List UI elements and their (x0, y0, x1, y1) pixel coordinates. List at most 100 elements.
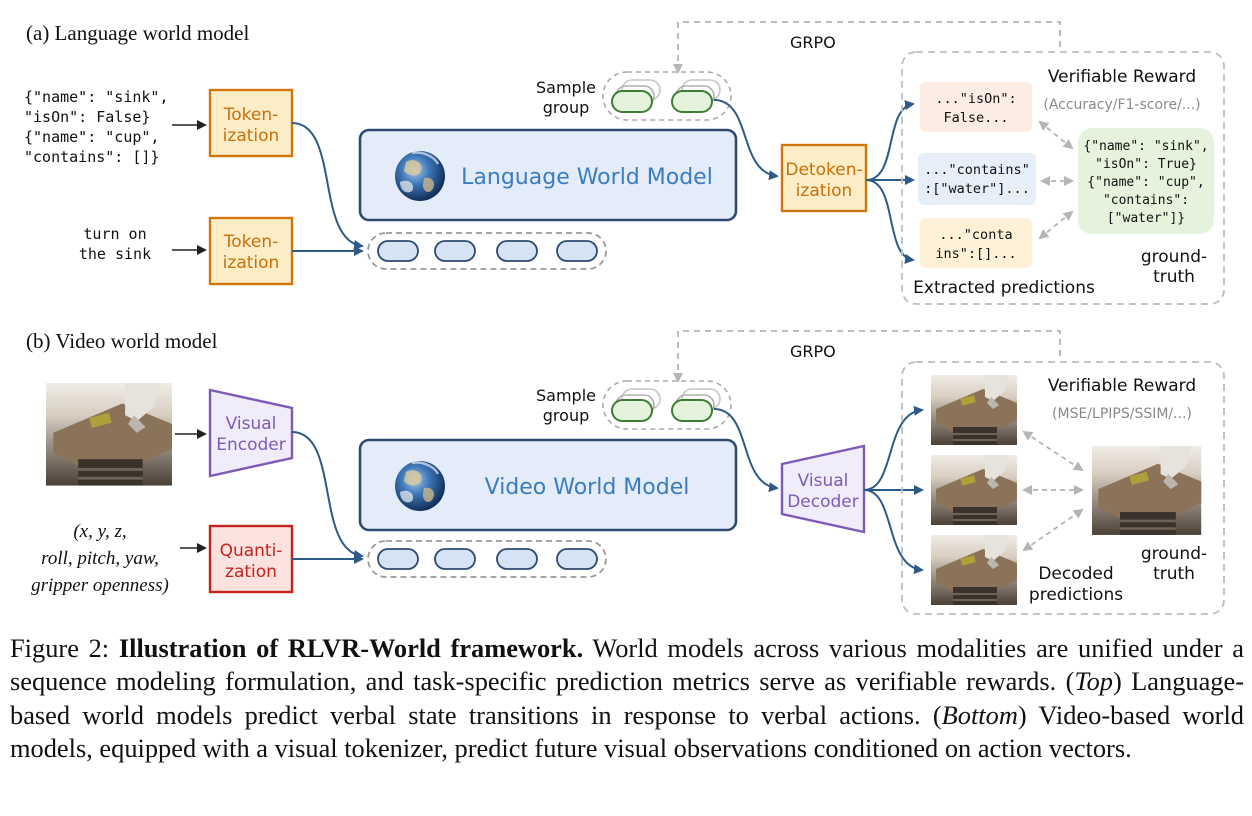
decoded-frame-1 (931, 375, 1017, 445)
svg-text:ization: ization (223, 253, 280, 273)
svg-text:{"name": "cup",: {"name": "cup", (1087, 175, 1204, 190)
detok-arrow-1 (865, 100, 915, 181)
svg-text:Decoder: Decoder (787, 492, 859, 512)
svg-text:Token-: Token- (223, 232, 279, 252)
svg-text:..."isOn":: ..."isOn": (935, 91, 1016, 107)
svg-text:turn on: turn on (83, 225, 146, 243)
sample-group-a: Sample group (536, 71, 732, 121)
svg-text:Encoder: Encoder (216, 435, 286, 455)
token-flow-arrow-top (291, 122, 364, 250)
grpo-loop-a (673, 21, 1061, 74)
reward-region-b (901, 361, 1225, 615)
prediction-card-1: ..."isOn": False... (920, 82, 1032, 132)
svg-text:ization: ization (223, 126, 280, 146)
ground-truth-label-b: ground- truth (1141, 544, 1207, 584)
svg-text:"contains":: "contains": (1103, 193, 1189, 208)
svg-text:ins":[]...: ins":[]... (935, 246, 1016, 262)
figure-caption: Figure 2: Illustration of RLVR-World fra… (10, 632, 1244, 766)
detok-arrow-3 (865, 179, 915, 264)
caption-text-3: ) Video-based world models, equipped wit… (10, 699, 1244, 764)
visual-decoder-box: Visual Decoder (780, 444, 866, 534)
metric-label-b: (MSE/LPIPS/SSIM/...) (1052, 406, 1192, 422)
caption-figure-label: Figure 2: (10, 633, 110, 663)
metric-label-a: (Accuracy/F1-score/...) (1043, 97, 1200, 113)
svg-text:ization: ization (796, 181, 853, 201)
encoder-flow-arrow (291, 431, 364, 560)
verifiable-reward-label-a: Verifiable Reward (1048, 67, 1196, 87)
grpo-label-b: GRPO (790, 342, 836, 361)
verifiable-reward-label-b: Verifiable Reward (1048, 376, 1196, 396)
decoded-frame-2 (931, 455, 1017, 525)
svg-text:"isOn": False}: "isOn": False} (24, 108, 150, 126)
action-vector-text: (x, y, z, roll, pitch, yaw, gripper open… (31, 521, 169, 596)
svg-text:Token-: Token- (223, 105, 279, 125)
svg-text:..."conta: ..."conta (939, 227, 1012, 243)
prediction-card-3: ..."conta ins":[]... (920, 218, 1032, 268)
svg-text:Visual: Visual (798, 471, 849, 491)
caption-bottom-word: Bottom (941, 699, 1018, 730)
grpo-label-a: GRPO (790, 33, 836, 52)
svg-text:Sample: Sample (536, 78, 596, 97)
svg-text:["water"]}: ["water"]} (1107, 211, 1185, 226)
rlvr-world-diagram: (a) Language world model {"name": "sink"… (24, 21, 1225, 615)
token-sequence (367, 232, 607, 270)
svg-text:group: group (543, 406, 589, 425)
caption-text-2: ) Language-based world models predict ve… (10, 666, 1244, 730)
sample-to-detok-arrow (713, 99, 779, 181)
input-frame-image (46, 383, 172, 486)
sample-to-decoder-arrow (713, 408, 779, 493)
svg-text:zation: zation (225, 562, 277, 582)
visual-encoder-box: Visual Encoder (208, 388, 294, 478)
tokenization-box-top: Token- ization (208, 88, 294, 158)
svg-text:..."contains": ..."contains" (924, 162, 1030, 178)
svg-text:predictions: predictions (1029, 585, 1123, 605)
svg-text:Decoded: Decoded (1038, 564, 1113, 584)
video-world-model-box: Video World Model (358, 438, 738, 532)
token-sequence-b (367, 540, 607, 578)
decoded-frame-3 (931, 535, 1017, 605)
svg-text::["water"]...: :["water"]... (924, 181, 1030, 197)
svg-text:gripper openness): gripper openness) (31, 575, 169, 596)
svg-text:Sample: Sample (536, 386, 596, 405)
quantization-box: Quanti- zation (208, 524, 294, 594)
tokenization-box-bottom: Token- ization (208, 216, 294, 286)
decoder-arrow-3 (863, 489, 924, 575)
svg-text:{"name": "sink",: {"name": "sink", (1083, 139, 1208, 154)
svg-text:truth: truth (1153, 564, 1195, 584)
caption-bold-title: Illustration of RLVR-World framework. (118, 633, 584, 663)
svg-text:ground-: ground- (1141, 247, 1207, 267)
svg-text:the sink: the sink (79, 245, 151, 263)
state-input-text: {"name": "sink", "isOn": False} {"name":… (24, 88, 169, 166)
svg-text:(x, y, z,: (x, y, z, (73, 521, 126, 542)
svg-text:ground-: ground- (1141, 544, 1207, 564)
extracted-predictions-label: Extracted predictions (913, 278, 1095, 298)
ground-truth-label-a: ground- truth (1141, 247, 1207, 287)
action-input-text: turn on the sink (79, 225, 151, 263)
detokenization-box: Detoken- ization (780, 143, 868, 213)
svg-text:group: group (543, 98, 589, 117)
svg-text:truth: truth (1153, 267, 1195, 287)
video-panel-title: (b) Video world model (26, 329, 218, 353)
svg-text:roll, pitch, yaw,: roll, pitch, yaw, (41, 548, 159, 569)
decoder-arrow-1 (863, 405, 924, 491)
earth-icon-b (393, 459, 447, 513)
svg-text:"isOn": True}: "isOn": True} (1095, 157, 1197, 172)
prediction-card-2: ..."contains" :["water"]... (918, 153, 1036, 205)
language-world-model-box: Language World Model (358, 128, 738, 222)
sample-group-b: Sample group (536, 380, 732, 430)
svg-text:"contains": []}: "contains": []} (24, 148, 159, 166)
comparison-arrows-b (1022, 430, 1084, 552)
svg-text:Visual: Visual (226, 414, 277, 434)
svg-text:{"name": "cup",: {"name": "cup", (24, 128, 159, 146)
svg-text:Video World Model: Video World Model (485, 475, 690, 500)
earth-icon (393, 149, 447, 203)
grpo-loop-b (673, 330, 1061, 383)
ground-truth-card: {"name": "sink", "isOn": True} {"name": … (1078, 128, 1214, 234)
decoded-predictions-label: Decoded predictions (1029, 564, 1123, 605)
svg-text:{"name": "sink",: {"name": "sink", (24, 88, 169, 106)
comparison-arrows-a (1038, 120, 1074, 240)
caption-top-word: Top (1074, 666, 1114, 697)
reward-region-a (901, 51, 1225, 305)
svg-text:Detoken-: Detoken- (785, 160, 862, 180)
ground-truth-frame (1092, 446, 1202, 535)
